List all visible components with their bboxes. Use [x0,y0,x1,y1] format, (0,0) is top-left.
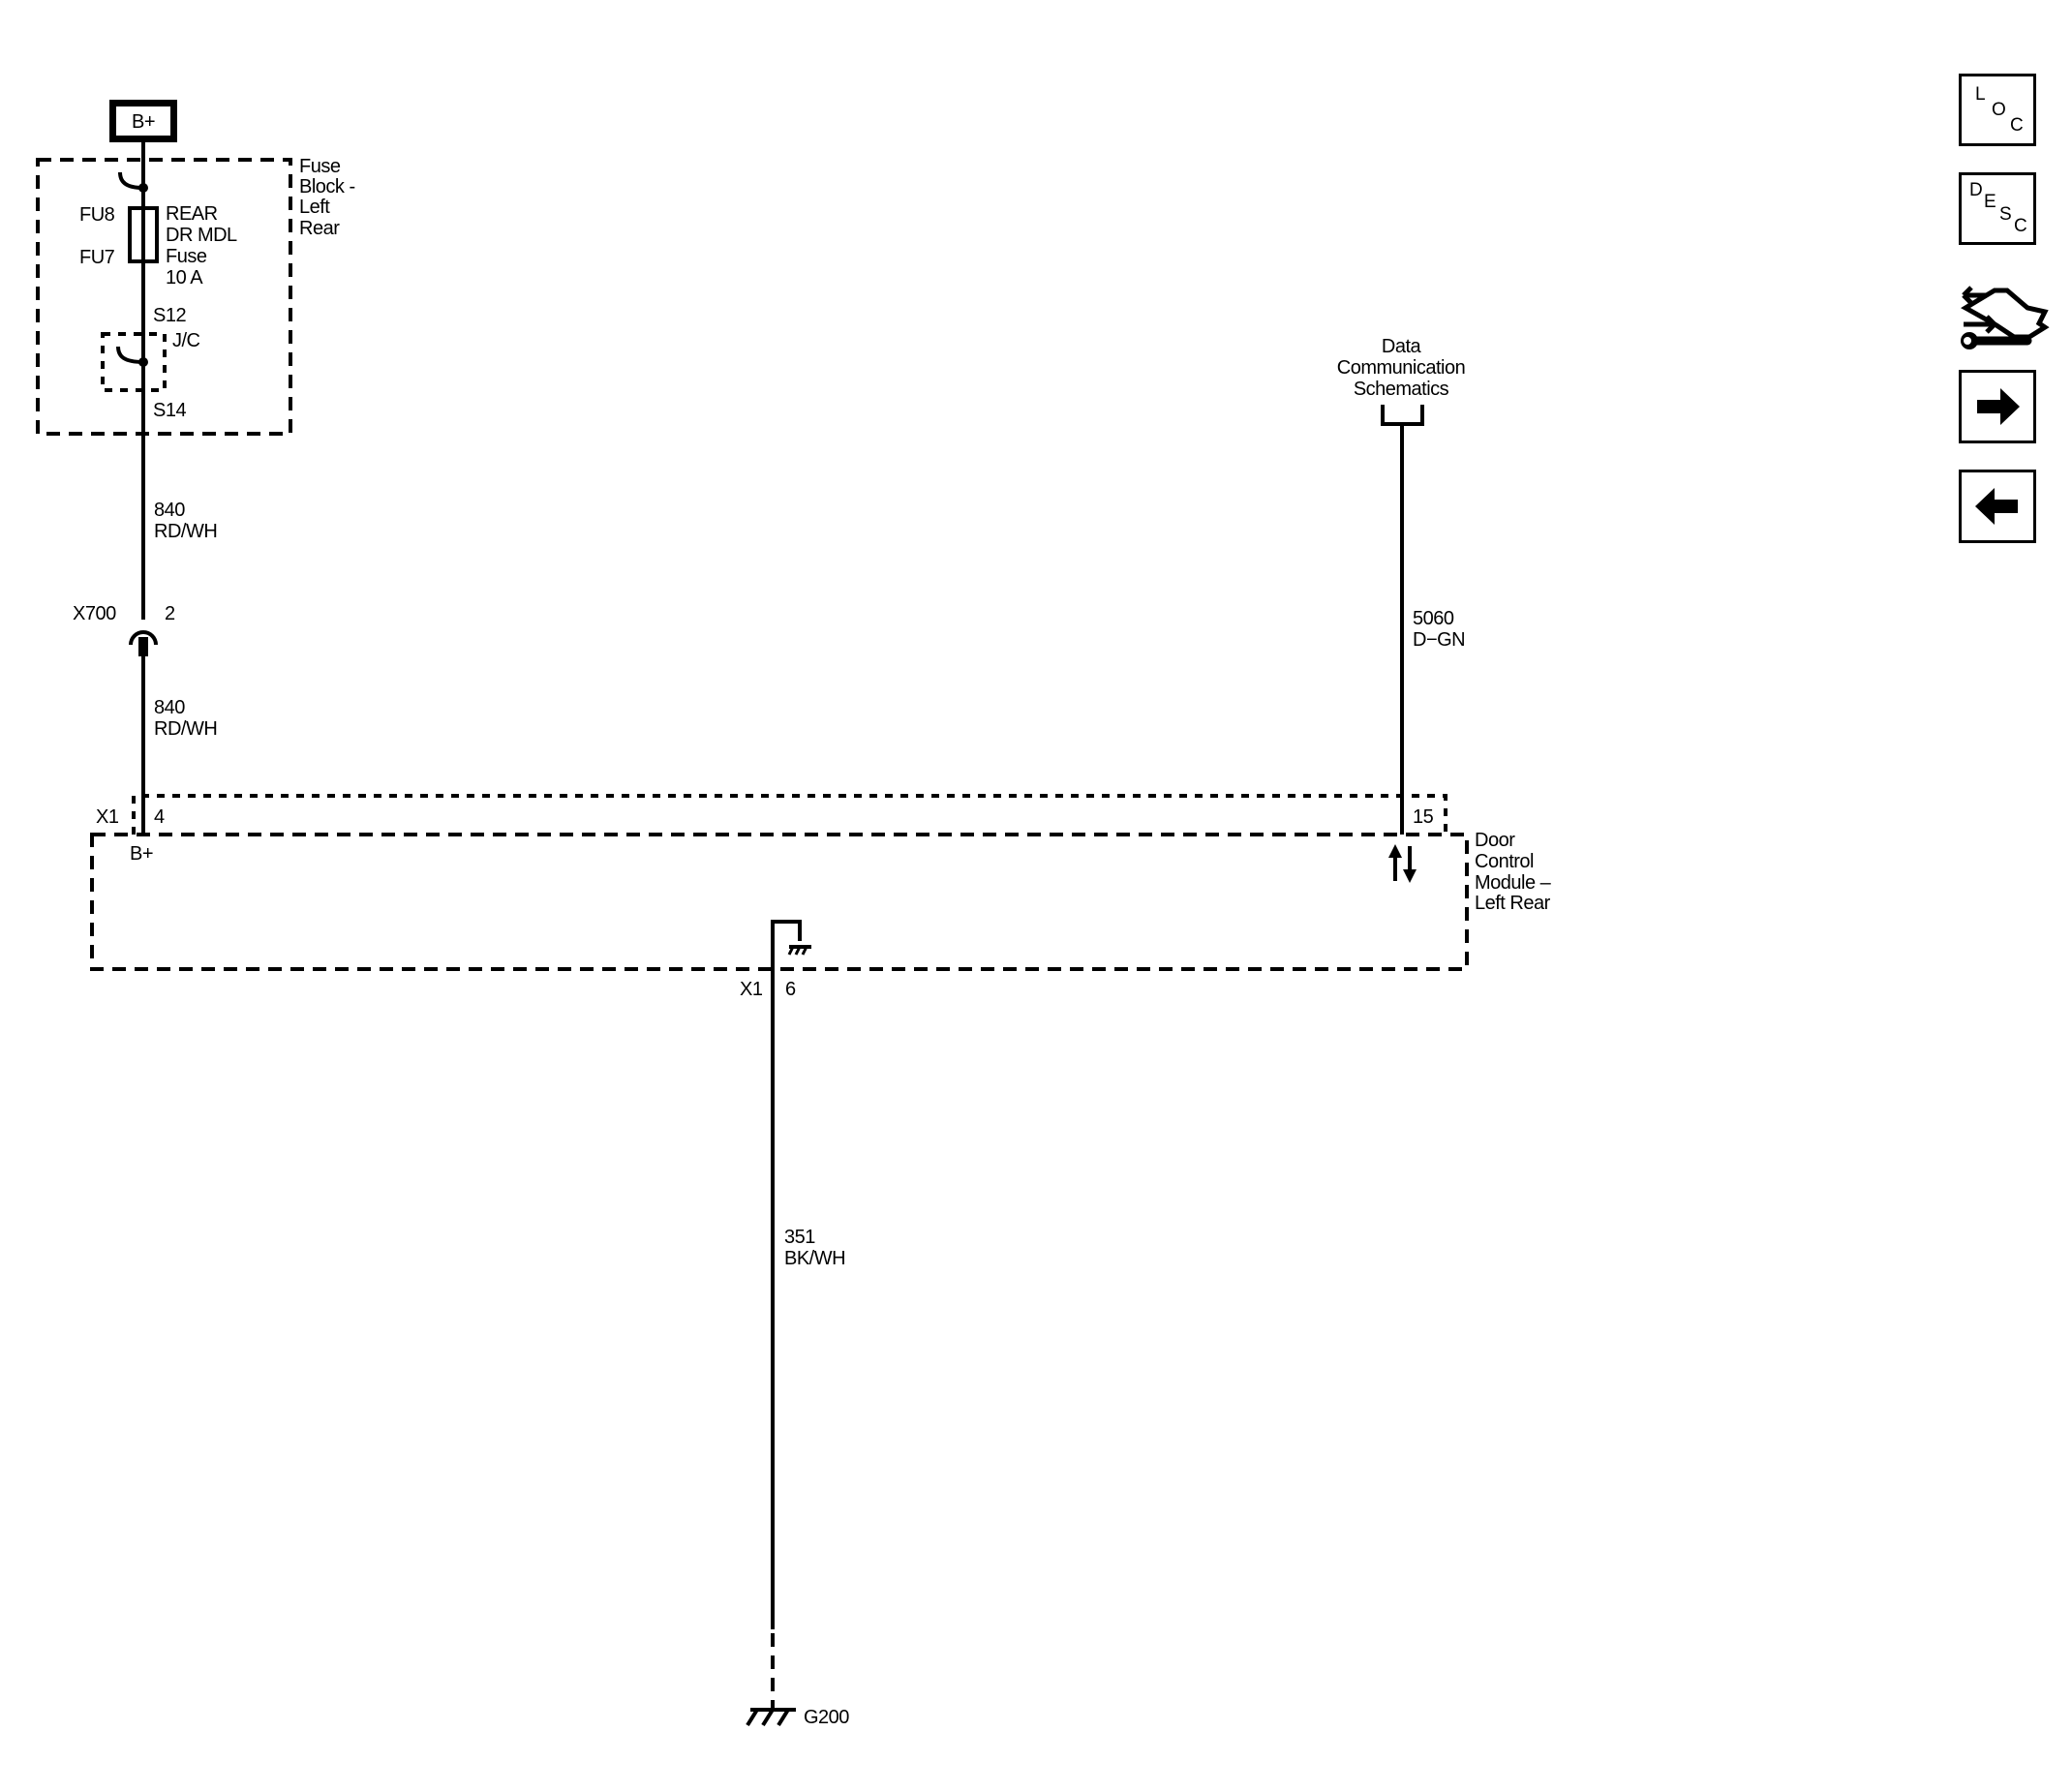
ground-g200-icon [746,1708,796,1727]
desc-letter-s: S [1999,204,2012,225]
splice-top-label: S12 [153,305,186,326]
next-page-button[interactable] [1959,370,2036,443]
svg-text:Left Rear: Left Rear [1475,893,1551,914]
module-data-pin: 15 [1413,806,1434,828]
data-comm-reference-label: Data Communication Schematics [1337,336,1466,400]
loc-letter-o: O [1992,100,2006,120]
inline-connector-pin: 2 [165,603,175,624]
svg-text:840: 840 [154,697,185,718]
svg-text:Door: Door [1475,830,1515,851]
svg-text:840: 840 [154,500,185,521]
svg-text:Schematics: Schematics [1354,379,1449,400]
svg-text:10 A: 10 A [166,267,203,289]
module-connector-id: X1 [96,806,119,828]
fuse-block-label: Fuse Block - Left Rear [299,156,355,239]
fuse-id-bottom: FU7 [79,247,115,268]
svg-text:Fuse: Fuse [166,246,207,267]
ground-connector-id: X1 [740,979,763,1000]
wire-data-label: 5060 D−GN [1413,608,1466,651]
connector-x1-outline [132,794,1447,835]
ground-id: G200 [804,1707,849,1728]
procedure-hand-wrench-icon[interactable] [1961,286,2050,349]
desc-letter-c: C [2014,216,2027,236]
loc-letter-l: L [1975,84,1986,105]
wire-lower-label: 840 RD/WH [154,697,218,740]
location-button[interactable]: L O C [1959,74,2036,146]
module-power-pin: 4 [154,806,165,828]
svg-text:351: 351 [784,1227,815,1248]
svg-text:Control: Control [1475,851,1534,872]
svg-text:RD/WH: RD/WH [154,521,217,542]
ground-connector-pin: 6 [785,979,796,1000]
svg-text:Block -: Block - [299,176,355,197]
door-control-module-outline [90,833,1469,971]
arrow-left-icon [1975,488,2018,525]
svg-text:Rear: Rear [299,218,340,239]
svg-text:DR MDL: DR MDL [166,225,237,246]
inline-connector-id: X700 [73,603,116,624]
svg-text:RD/WH: RD/WH [154,718,217,740]
svg-text:D−GN: D−GN [1413,629,1465,651]
arrow-right-icon [1977,388,2020,425]
fuse-block-outline [36,158,292,436]
svg-text:Data: Data [1382,336,1422,357]
description-button[interactable]: D E S C [1959,172,2036,245]
wire-upper-label: 840 RD/WH [154,500,218,542]
svg-text:REAR: REAR [166,203,218,225]
bidirectional-data-icon [1388,844,1417,883]
power-source-label: B+ [132,111,155,133]
fuse-label: REAR DR MDL Fuse 10 A [166,203,238,289]
previous-page-button[interactable] [1959,470,2036,543]
svg-text:BK/WH: BK/WH [784,1248,845,1269]
data-comm-connector-bracket [1381,405,1424,426]
svg-text:5060: 5060 [1413,608,1454,629]
desc-letter-d: D [1969,180,1983,200]
loc-letter-c: C [2010,115,2024,136]
inline-connector-x700 [129,630,158,646]
wire-ground-label: 351 BK/WH [784,1227,846,1269]
svg-text:Communication: Communication [1337,357,1465,379]
module-internal-ground [771,920,802,1007]
splice-bottom-label: S14 [153,400,186,421]
chassis-ground-small-icon [787,945,811,956]
desc-letter-e: E [1984,192,1996,212]
door-control-module-label: Door Control Module – Left Rear [1475,830,1552,914]
jumper-connector-outline [101,332,167,392]
svg-text:Fuse: Fuse [299,156,341,177]
jumper-label: J/C [172,330,200,351]
svg-text:Left: Left [299,197,330,218]
svg-text:Module –: Module – [1475,872,1552,894]
fuse-id-top: FU8 [79,204,115,226]
module-power-label: B+ [130,843,153,865]
